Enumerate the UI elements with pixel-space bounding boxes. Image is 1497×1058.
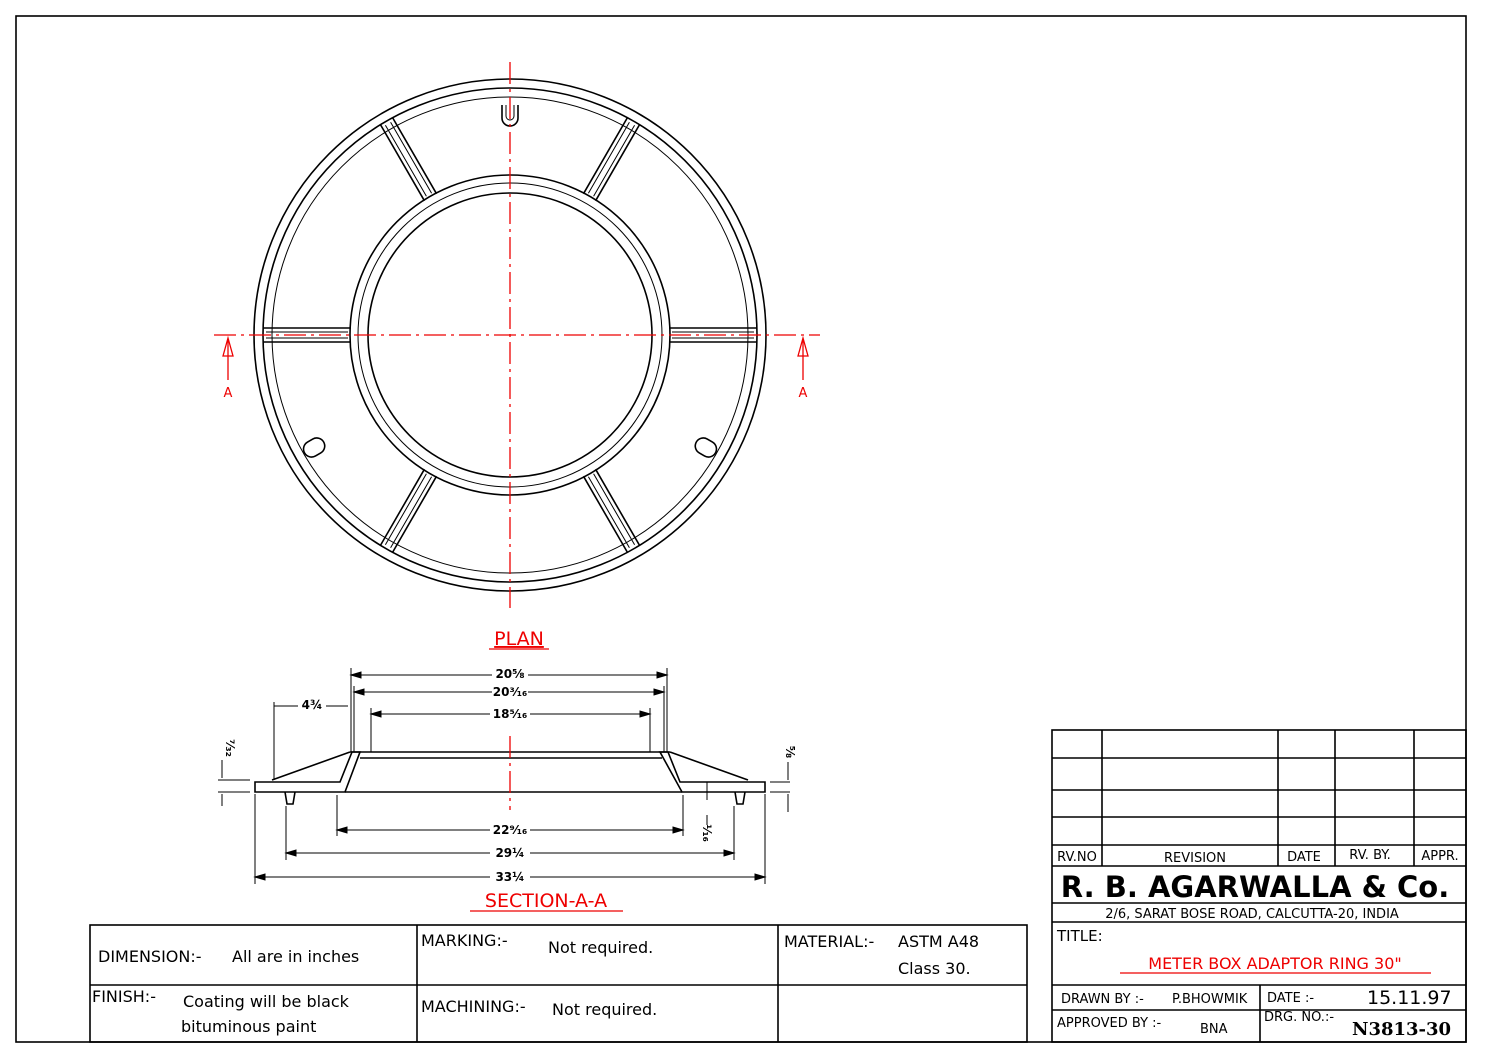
rib [379,468,438,553]
slot-lower-right [694,437,718,458]
drg-no: N3813-30 [1352,1019,1451,1040]
dim-top-outer: 20⅝ [495,667,524,681]
dimension-lines [218,668,790,884]
section-view: 20⅝ 20³⁄₁₆ 18⁵⁄₁₆ 4¾ 22⁹⁄₁₆ 29¼ 33¼ ⁷⁄₃₂… [218,667,797,912]
dimension-arrows [349,671,669,679]
material-value-2: Class 30. [898,959,971,978]
ribs [263,117,757,553]
finish-label: FINISH:- [92,987,156,1006]
dimension-arrows [352,688,666,696]
rib [582,468,641,553]
drawing-title: METER BOX ADAPTOR RING 30" [1148,954,1401,973]
rev-header-revision: REVISION [1164,851,1226,866]
plan-label: PLAN [494,628,544,650]
dim-flange: 4¾ [302,698,323,712]
dimension-arrows [253,873,767,881]
approved-by-label: APPROVED BY :- [1057,1016,1162,1031]
dim-top-mid: 20³⁄₁₆ [493,685,527,699]
marking-value: Not required. [548,938,653,957]
dim-bottom-inner: 22⁹⁄₁₆ [493,823,527,837]
date-label: DATE :- [1267,991,1314,1006]
rev-header-rvby: RV. BY. [1349,848,1390,863]
dim-height-right: ⅝ [783,746,797,758]
dim-bottom-outer: 33¼ [495,870,524,884]
slot-lower-left [302,437,326,458]
company-name: R. B. AGARWALLA & Co. [1061,870,1449,904]
machining-label: MACHINING:- [421,997,526,1016]
section-arrow-left: A [222,335,234,401]
rib [582,117,641,202]
dimension-value: All are in inches [232,947,359,966]
plan-view: A A PLAN [214,62,820,650]
notes-table: DIMENSION:- All are in inches MARKING:- … [89,924,1028,1043]
finish-value-1: Coating will be black [183,992,350,1011]
date-value: 15.11.97 [1367,987,1452,1009]
section-right-wall [658,751,766,793]
title-label: TITLE: [1056,927,1103,945]
rev-header-appr: APPR. [1421,849,1458,864]
rib [669,327,757,343]
marking-label: MARKING:- [421,931,508,950]
rib [263,327,351,343]
rev-header-date: DATE [1287,850,1321,865]
dim-height-left: ⁷⁄₃₂ [223,739,237,757]
material-label: MATERIAL:- [784,932,874,951]
company-address: 2/6, SARAT BOSE ROAD, CALCUTTA-20, INDIA [1105,907,1399,922]
drawn-by: P.BHOWMIK [1172,992,1248,1007]
rib [379,117,438,202]
dim-bottom-mid: 29¼ [495,846,524,860]
dimension-arrows [369,710,652,718]
section-marker-right: A [799,386,808,401]
section-marker-left: A [224,386,233,401]
machining-value: Not required. [552,1000,657,1019]
section-arrow-right: A [797,335,809,401]
dimension-arrows [335,826,685,834]
dim-top-inner: 18⁵⁄₁₆ [493,707,527,721]
drawn-by-label: DRAWN BY :- [1061,992,1144,1007]
title-block: RV.NO REVISION DATE RV. BY. APPR. R. B. … [1051,729,1467,1043]
material-value-1: ASTM A48 [898,932,979,951]
dimension-arrows [284,849,736,857]
section-label: SECTION-A-A [485,890,607,912]
finish-value-2: bituminous paint [181,1017,316,1036]
section-left-wall [254,751,362,793]
dim-foot: ¹⁄₁₆ [700,824,714,842]
dimension-label: DIMENSION:- [98,947,202,966]
rev-header-rvno: RV.NO [1057,850,1097,865]
approved-by: BNA [1200,1022,1228,1037]
drg-no-label: DRG. NO.:- [1264,1010,1334,1025]
